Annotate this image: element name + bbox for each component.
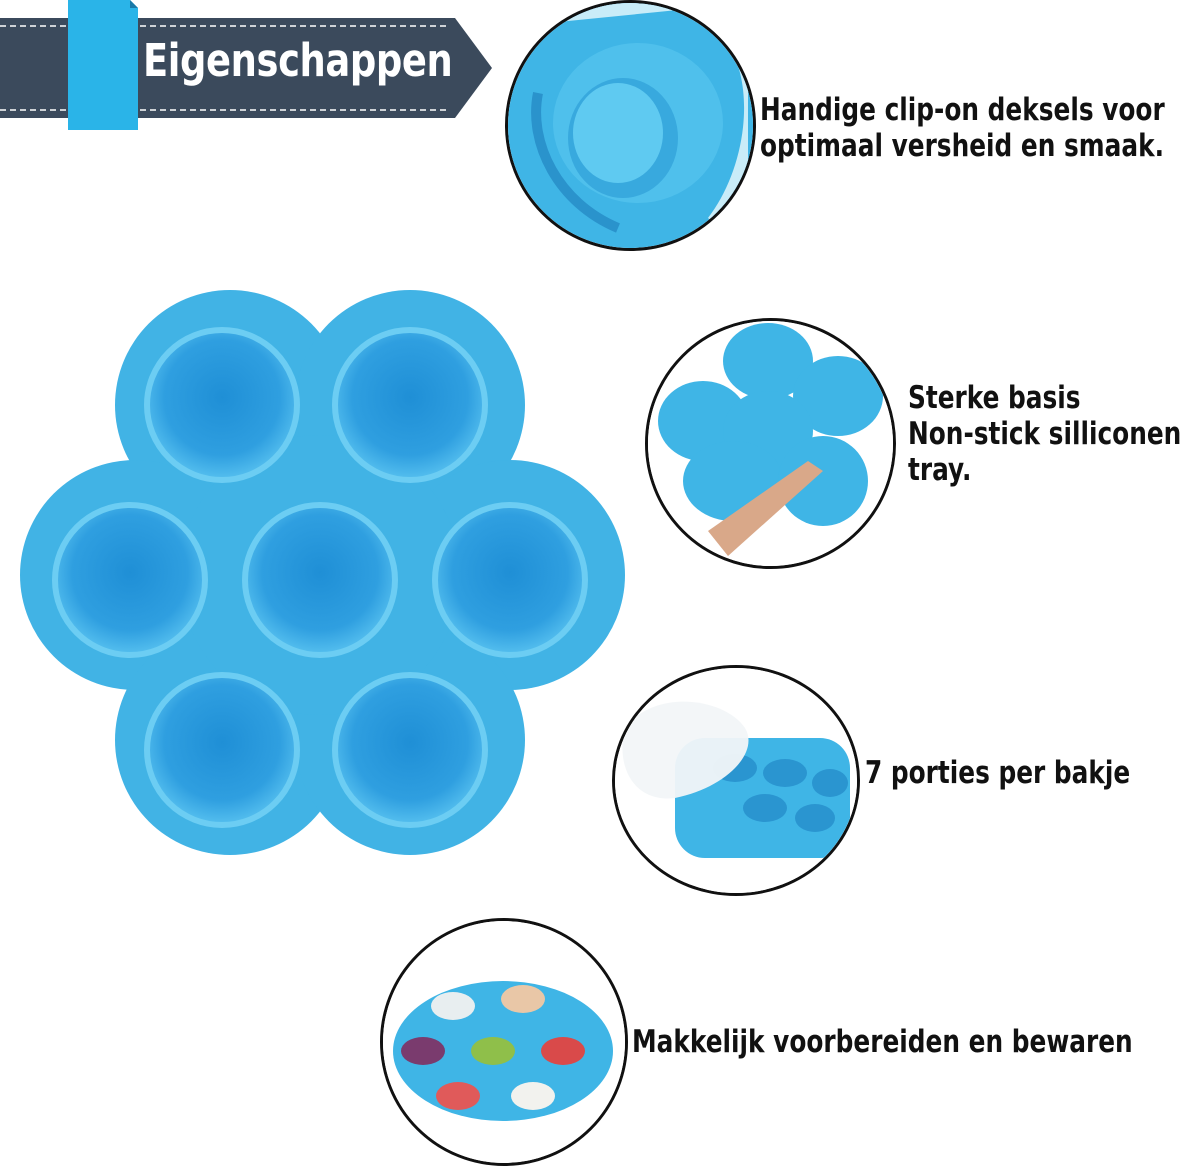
eigenschappen-banner (0, 0, 492, 130)
banner-title: Eigenschappen (143, 34, 453, 87)
feature-2-line-2: Non-stick silliconen (908, 416, 1182, 452)
silicone-tray-image (20, 290, 625, 855)
feature-3-line-1: 7 porties per bakje (865, 755, 1131, 791)
feature-1-line-1: Handige clip-on deksels voor (760, 92, 1165, 128)
tray-with-lid-image (612, 665, 860, 896)
feature-2-text: Sterke basis Non-stick silliconen tray. (908, 380, 1181, 488)
tray-with-food-image (380, 918, 628, 1166)
feature-1-text: Handige clip-on deksels voor optimaal ve… (760, 92, 1165, 164)
tray-push-image (645, 318, 896, 569)
feature-2-line-3: tray. (908, 452, 972, 488)
lid-closeup-image (505, 0, 756, 251)
feature-4-text: Makkelijk voorbereiden en bewaren (632, 1024, 1133, 1060)
feature-2-line-1: Sterke basis (908, 380, 1081, 416)
feature-1-line-2: optimaal versheid en smaak. (760, 128, 1165, 164)
feature-4-line-1: Makkelijk voorbereiden en bewaren (632, 1024, 1133, 1060)
feature-3-text: 7 porties per bakje (865, 755, 1130, 791)
